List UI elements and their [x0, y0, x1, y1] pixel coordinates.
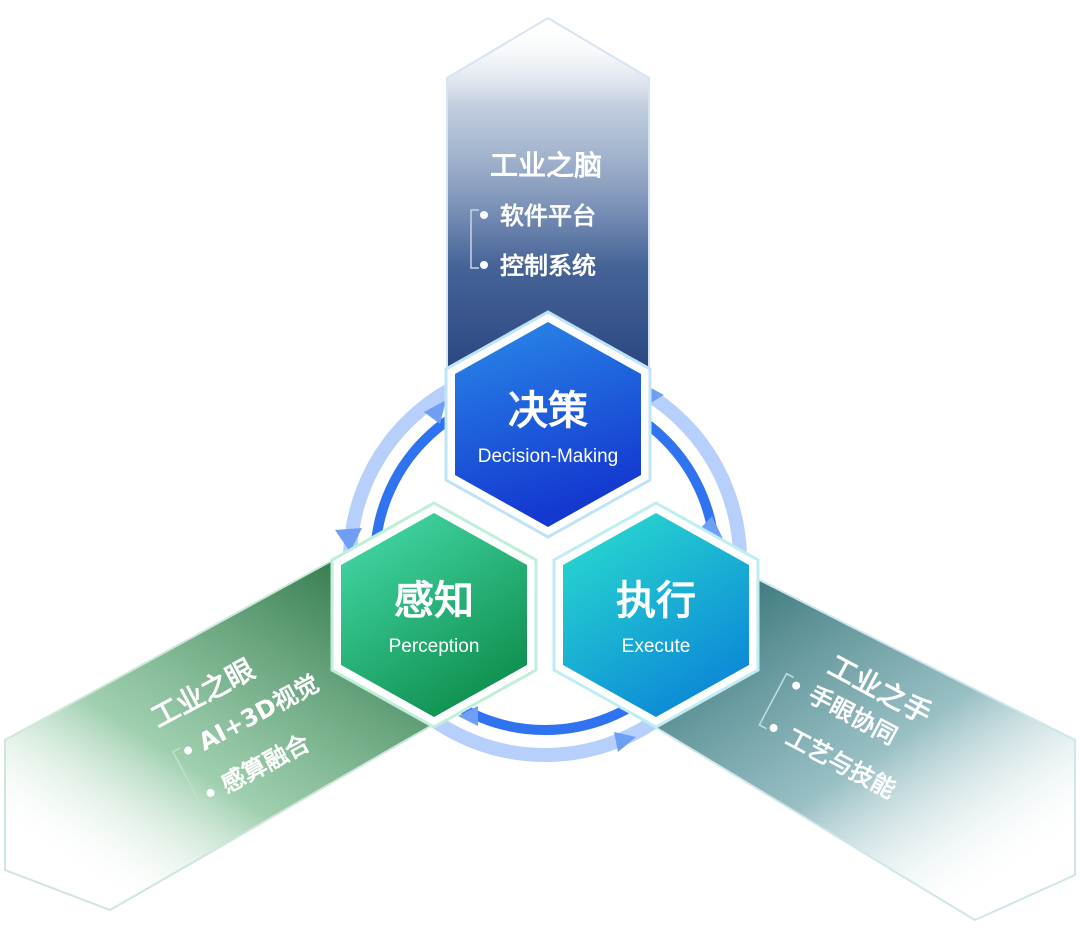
arrow-icon	[424, 400, 446, 424]
execute-title: 执行	[616, 578, 696, 624]
arrow-icon	[614, 732, 636, 752]
arrow-icon	[458, 706, 478, 726]
decision-hexagon: 决策 Decision-Making	[444, 310, 652, 539]
arrow-icon	[697, 516, 724, 541]
perception-hexagon: 感知 Perception	[330, 501, 538, 729]
arrow-icon	[335, 528, 362, 552]
execute-subtitle: Execute	[622, 636, 691, 657]
execute-hexagon: 执行 Execute	[552, 501, 760, 729]
brain-item-software: 软件平台	[500, 202, 596, 230]
perception-title: 感知	[394, 578, 474, 624]
perception-subtitle: Perception	[389, 636, 480, 657]
brain-item-control: 控制系统	[500, 252, 596, 280]
decision-title: 决策	[508, 388, 588, 434]
brain-title: 工业之脑	[490, 149, 602, 182]
brain-arm	[446, 16, 650, 373]
brain-text: 工业之脑 软件平台 控制系统	[470, 149, 602, 280]
decision-subtitle: Decision-Making	[478, 446, 618, 467]
